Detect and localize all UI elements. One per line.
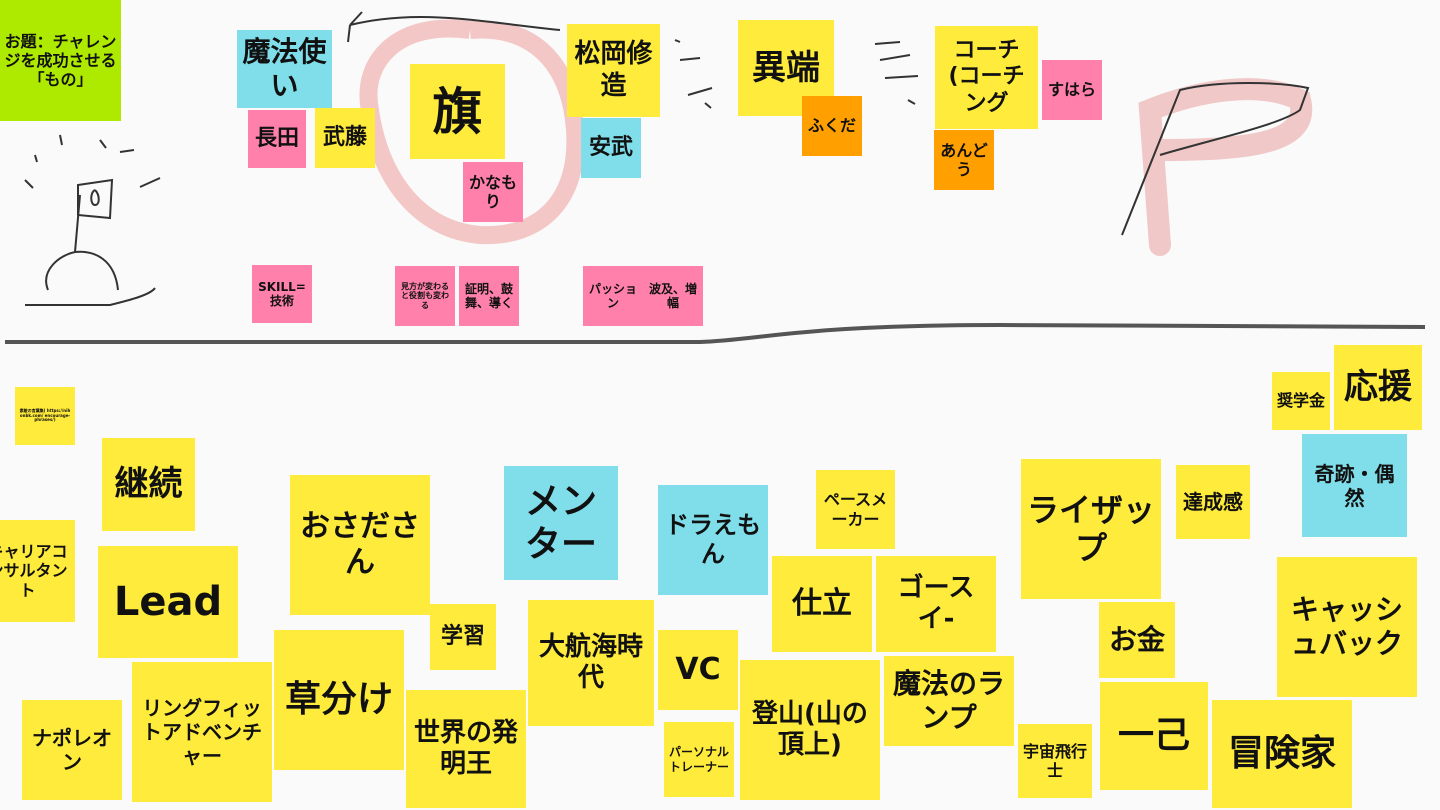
sticky-note[interactable]: 冒険家 [1212, 700, 1352, 808]
sticky-note[interactable]: 見方が変わると役割も変わる [395, 266, 455, 326]
sticky-note[interactable]: パッション [583, 266, 643, 326]
sticky-note[interactable]: 旗 [410, 64, 505, 159]
sticky-note[interactable]: 宇宙飛行士 [1018, 724, 1092, 798]
sticky-note[interactable]: ナポレオン [22, 700, 122, 800]
sticky-note[interactable]: 世界の発明王 [406, 690, 526, 808]
sticky-note[interactable]: 波及、増幅 [643, 266, 703, 326]
sticky-note[interactable]: VC [658, 630, 738, 710]
pink-flag-stroke [1138, 78, 1313, 256]
sticky-note[interactable]: ペースメーカー [816, 470, 895, 549]
sticky-note[interactable]: 学習 [430, 604, 496, 670]
sticky-note[interactable]: SKILL=技術 [252, 265, 312, 323]
sticky-note[interactable]: ふくだ [802, 96, 862, 156]
sticky-note[interactable]: ライザップ [1021, 459, 1161, 599]
sticky-note[interactable]: お金 [1099, 602, 1175, 678]
sticky-note[interactable]: 安武 [581, 118, 641, 178]
sticky-note[interactable]: パーソナルトレーナー [664, 722, 734, 797]
sticky-note[interactable]: 仕立 [772, 556, 872, 652]
sticky-note[interactable]: おさださん [290, 475, 430, 615]
sticky-note[interactable]: Lead [98, 546, 238, 658]
sticky-note[interactable]: メンター [504, 466, 618, 580]
sticky-note[interactable]: 魔法のランプ [884, 656, 1014, 746]
sticky-note[interactable]: あんどう [934, 130, 994, 190]
sticky-note[interactable]: キャッシュバック [1277, 557, 1417, 697]
sticky-note[interactable]: 継続 [102, 438, 195, 531]
sticky-note[interactable]: 長田 [248, 110, 306, 168]
sticky-note[interactable]: 奇跡・偶然 [1302, 434, 1407, 537]
sticky-note[interactable]: かなもり [463, 162, 523, 222]
sticky-note[interactable]: 証明、鼓舞、導く [459, 266, 519, 326]
sticky-note[interactable]: 達成感 [1176, 465, 1250, 539]
sticky-note[interactable]: 大航海時代 [528, 600, 654, 726]
sticky-note[interactable]: 武藤 [315, 108, 375, 168]
sticky-note[interactable]: コーチ(コーチング [935, 26, 1038, 129]
sticky-note[interactable]: 魔法使い [237, 30, 332, 108]
flag-stroke [1121, 82, 1310, 236]
sticky-note[interactable]: キャリアコンサルタント [0, 520, 75, 622]
arrow-stroke [347, 11, 561, 43]
sticky-note[interactable]: ゴースイ- [876, 556, 996, 652]
sticky-note[interactable]: 素敵の言葉集( https://nihonbk.com/ encourage-p… [15, 387, 75, 445]
sticky-note[interactable]: 応援 [1334, 345, 1422, 430]
sticky-note[interactable]: 草分け [274, 630, 404, 770]
sticky-note[interactable]: 登山(山の頂上) [740, 660, 880, 800]
sticky-note[interactable]: リングフィットアドベンチャー [132, 662, 272, 802]
sticky-note[interactable]: 奨学金 [1272, 372, 1330, 430]
divider-line [5, 322, 1426, 344]
sticky-note[interactable]: ドラえもん [658, 485, 768, 595]
sticky-note[interactable]: 一己 [1100, 682, 1208, 790]
person-drawing [24, 134, 161, 306]
sticky-note-topic[interactable]: お題：チャレンジを成功させる「もの」 [0, 0, 121, 121]
sticky-note[interactable]: すはら [1042, 60, 1102, 120]
sticky-note[interactable]: 松岡修造 [567, 24, 660, 117]
